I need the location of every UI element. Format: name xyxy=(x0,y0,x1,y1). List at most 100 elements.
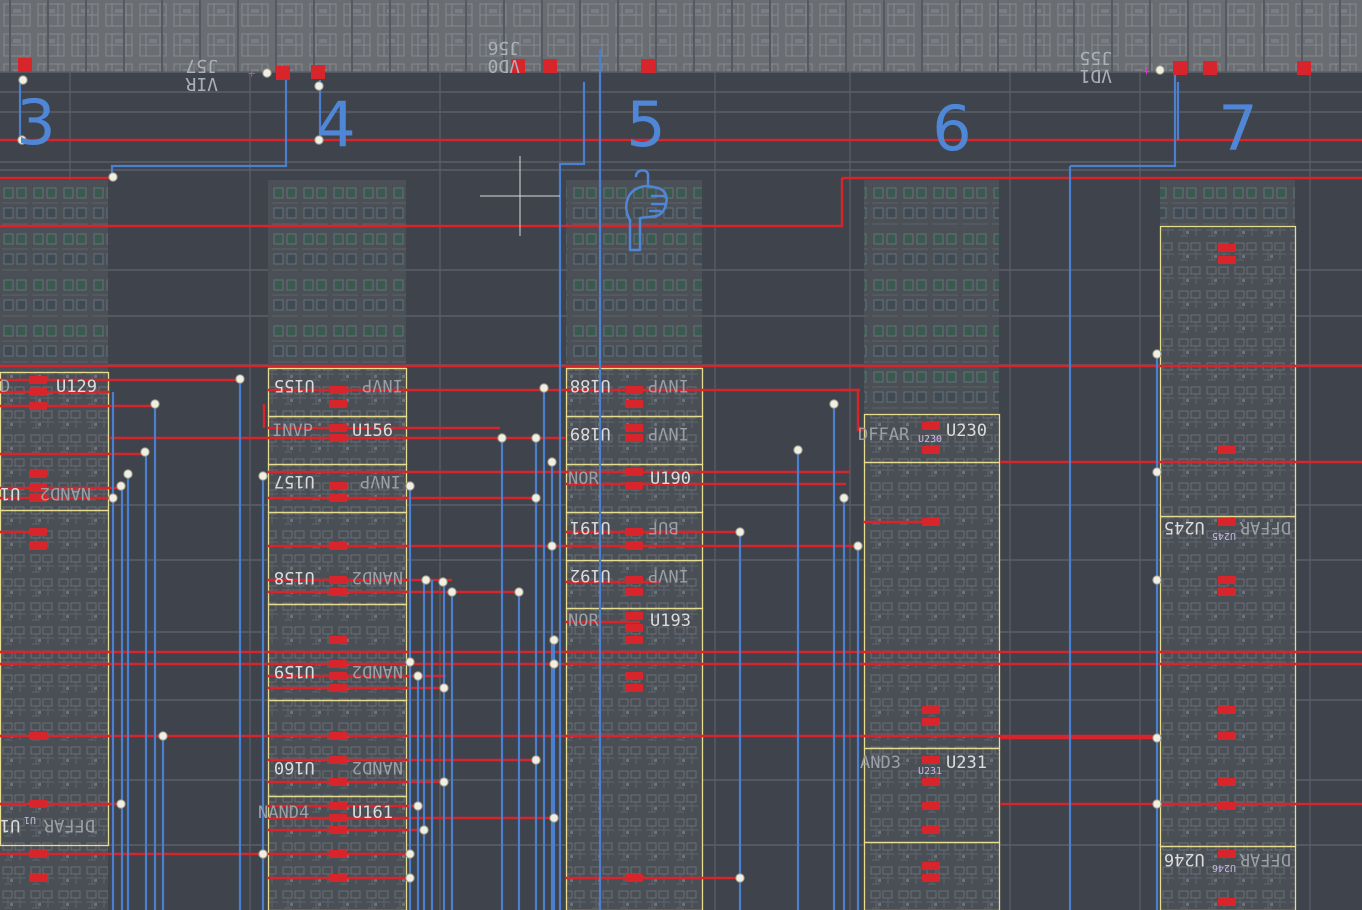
contact-pad xyxy=(29,800,47,808)
via xyxy=(405,873,415,883)
contact-pad xyxy=(1218,446,1236,454)
cell-id-u129: U129 xyxy=(56,377,97,397)
contact-pad xyxy=(329,778,347,786)
via xyxy=(539,383,549,393)
pin-marker: + xyxy=(1143,64,1150,78)
contact-pad xyxy=(922,706,940,714)
via xyxy=(547,457,557,467)
via xyxy=(447,587,457,597)
via xyxy=(314,81,324,91)
cell-id-u231: U231 xyxy=(946,753,987,773)
contact-pad xyxy=(1218,732,1236,740)
contact-pad xyxy=(625,468,643,476)
bond-pad xyxy=(311,65,325,79)
contact-pad xyxy=(625,636,643,644)
contact-pad xyxy=(329,386,347,394)
red-pads xyxy=(18,58,1311,906)
via xyxy=(405,657,415,667)
pad-net-label: VD1 xyxy=(1079,65,1112,86)
contact-pad xyxy=(29,732,47,740)
cell-column-detail xyxy=(1160,226,1295,910)
via xyxy=(17,135,27,145)
pin-marker: + xyxy=(248,66,255,80)
contact-pad xyxy=(1218,518,1236,526)
cell-id-u1-nand: U1 xyxy=(0,483,20,503)
contact-pad xyxy=(329,542,347,550)
cell-type-u188: INVP xyxy=(648,375,689,395)
contact-pad xyxy=(1218,898,1236,906)
contact-pad xyxy=(625,400,643,408)
contact-pad xyxy=(625,542,643,550)
contact-pad xyxy=(29,388,47,396)
via xyxy=(497,433,507,443)
via xyxy=(531,433,541,443)
contact-pad xyxy=(29,402,47,410)
contact-pad xyxy=(922,422,940,430)
pad-pin-label: J57 xyxy=(185,55,218,76)
contact-pad xyxy=(329,802,347,810)
bond-pad xyxy=(276,66,290,80)
metal2-wire xyxy=(630,178,844,228)
via xyxy=(413,671,423,681)
contact-pad xyxy=(922,446,940,454)
cell-id-u1-dffar: U1 xyxy=(0,815,20,835)
contact-pad xyxy=(625,684,643,692)
cell-type-u129: D xyxy=(0,377,10,397)
contact-pad xyxy=(625,874,643,882)
contact-pad xyxy=(1218,706,1236,714)
via xyxy=(258,471,268,481)
contact-pad xyxy=(29,850,47,858)
cell-type-u190: NOR xyxy=(568,469,599,489)
metal2-wire xyxy=(840,388,864,432)
cell-boundary xyxy=(565,607,704,910)
cell-column-detail xyxy=(0,372,108,910)
cell-boundary xyxy=(1159,845,1297,910)
via xyxy=(116,799,126,809)
via xyxy=(549,635,559,645)
via xyxy=(262,68,272,78)
contact-pad xyxy=(329,482,347,490)
contact-pad xyxy=(625,576,643,584)
cell-type-u189: INVP xyxy=(648,423,689,443)
cell-id-u156: U156 xyxy=(352,421,393,441)
contact-pad xyxy=(329,756,347,764)
via xyxy=(438,577,448,587)
cell-id-u159: U159 xyxy=(274,661,315,681)
metal1-wire xyxy=(1070,72,1177,168)
via xyxy=(158,731,168,741)
cell-type-u159: NAND2 xyxy=(352,661,403,681)
contact-pad xyxy=(922,802,940,810)
contact-pad xyxy=(329,850,347,858)
bond-pad xyxy=(18,58,32,72)
cell-type-u158: NAND2 xyxy=(352,567,403,587)
via xyxy=(18,75,28,85)
contact-pad xyxy=(625,424,643,432)
cell-id-u160: U160 xyxy=(274,757,315,777)
via xyxy=(235,374,245,384)
cell-id-u246: U246 xyxy=(1164,849,1205,869)
contact-pad xyxy=(625,386,643,394)
column-number-4: 4 xyxy=(316,88,355,161)
via xyxy=(150,399,160,409)
pointing-hand-icon xyxy=(625,169,668,252)
cell-type-u231: AND3 xyxy=(860,753,901,773)
via xyxy=(1152,467,1162,477)
cell-type-u246: DFFAR xyxy=(1239,849,1291,869)
via xyxy=(413,801,423,811)
cell-id-u188: U188 xyxy=(570,375,611,395)
cell-id-u191: U191 xyxy=(570,517,611,537)
contact-pad xyxy=(922,756,940,764)
crosshair-cursor-icon xyxy=(480,156,560,236)
column-number-7: 7 xyxy=(1218,92,1257,165)
via xyxy=(735,873,745,883)
cell-type-u193: NOR xyxy=(568,611,599,631)
via xyxy=(405,481,415,491)
cell-type-u1-nand: NAND2 xyxy=(40,483,91,503)
via xyxy=(405,849,415,859)
contact-pad xyxy=(922,518,940,526)
cell-boundary xyxy=(0,509,110,847)
via xyxy=(839,493,849,503)
via xyxy=(531,755,541,765)
